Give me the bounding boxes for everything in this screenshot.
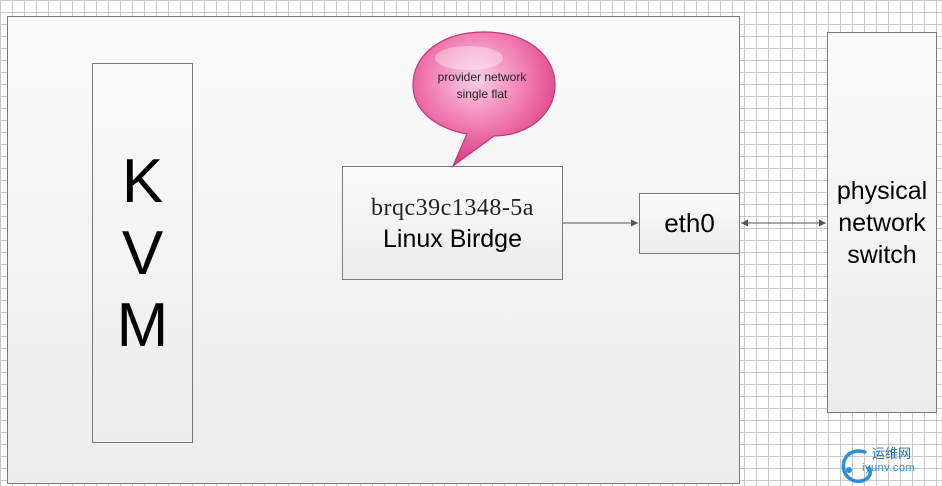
bridge-label: Linux Birdge bbox=[383, 225, 522, 253]
kvm-letter-k: K bbox=[121, 147, 164, 216]
physical-switch-box: physical network switch bbox=[827, 32, 937, 413]
eth0-label: eth0 bbox=[664, 208, 715, 238]
eth0-box: eth0 bbox=[639, 193, 740, 254]
callout-line-2: single flat bbox=[456, 87, 508, 101]
switch-line-1: physical bbox=[836, 176, 928, 205]
watermark-logo bbox=[841, 449, 873, 483]
kvm-box: K V M bbox=[92, 63, 193, 443]
callout-text: provider network single flat bbox=[416, 69, 548, 103]
logo-dot bbox=[846, 467, 852, 473]
callout-highlight bbox=[435, 46, 503, 70]
callout-bubble bbox=[412, 31, 556, 168]
kvm-letter-m: M bbox=[116, 291, 169, 360]
watermark-cn: 运维网 bbox=[872, 447, 912, 462]
switch-line-2: network bbox=[838, 208, 926, 237]
watermark-url: iyunv.com bbox=[862, 462, 916, 474]
callout-shape bbox=[412, 31, 556, 168]
callout-line-1: provider network bbox=[437, 70, 527, 84]
switch-line-3: switch bbox=[847, 240, 917, 269]
linux-bridge-box: brqc39c1348-5a Linux Birdge bbox=[342, 166, 563, 280]
kvm-letter-v: V bbox=[121, 219, 164, 288]
logo-swirl bbox=[841, 449, 873, 483]
bridge-id: brqc39c1348-5a bbox=[371, 195, 534, 221]
